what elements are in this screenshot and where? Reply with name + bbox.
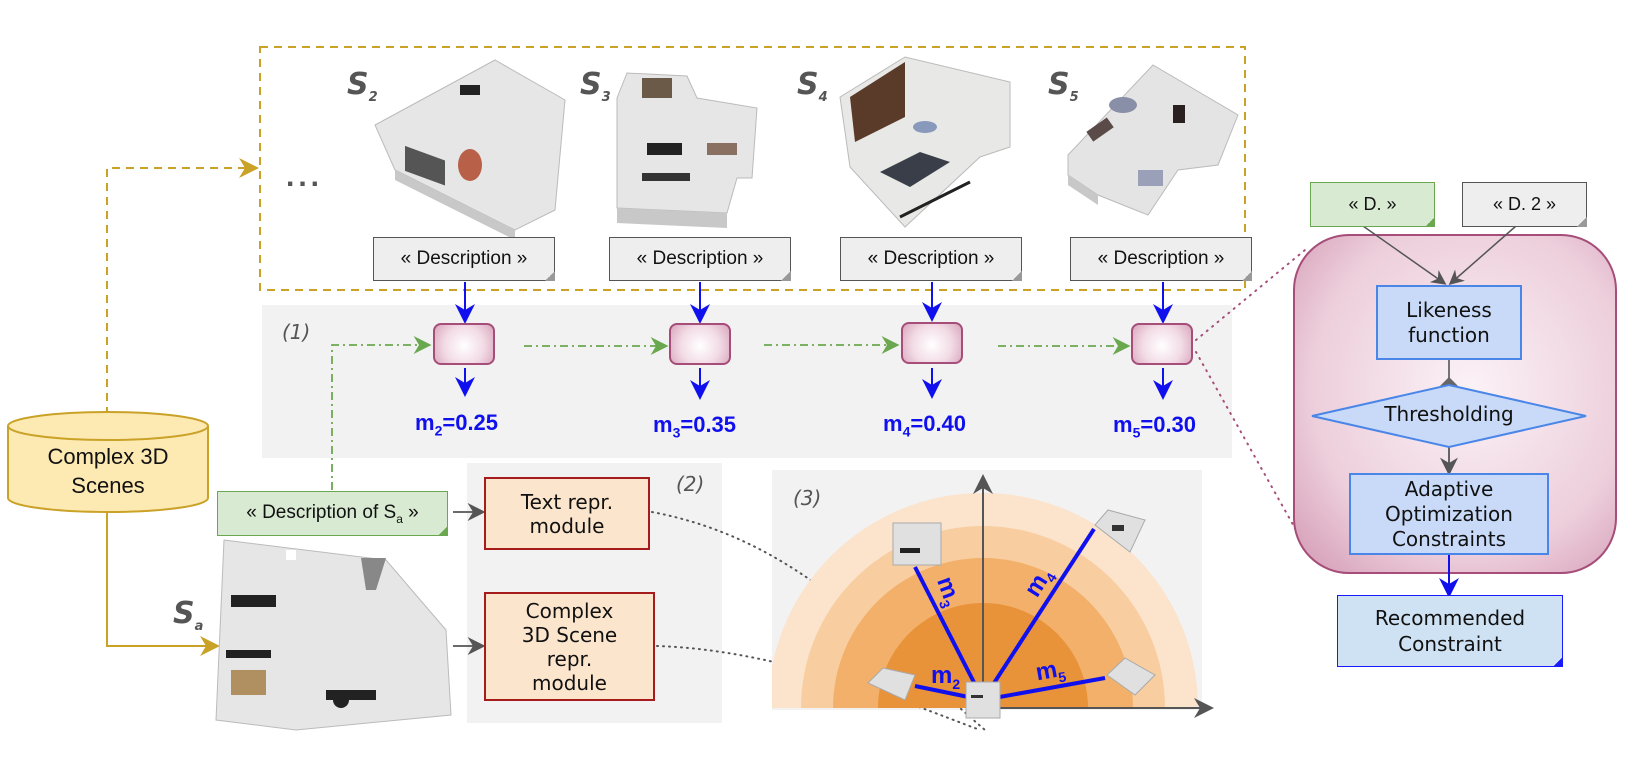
space-thumb-s2 — [867, 667, 916, 701]
metric-m2: m2=0.25 — [415, 410, 499, 439]
metric-m3: m3=0.35 — [653, 412, 737, 441]
text-repr-module[interactable]: Text repr. module — [484, 477, 650, 550]
detail-input-b-note: « D. 2 » — [1462, 182, 1587, 227]
metric-m5: m5=0.30 — [1113, 412, 1197, 441]
spoke-label-m5: m5 — [1033, 656, 1068, 687]
scene-thumbnail-s3 — [616, 72, 758, 228]
panel-3-label: (3) — [793, 486, 822, 510]
input-a-arrow — [1362, 225, 1447, 285]
detail-input-a-note: « D. » — [1310, 182, 1435, 227]
scene-label-s5: S5 — [1048, 67, 1079, 105]
metric-m4: m4=0.40 — [883, 411, 967, 440]
space-thumb-s3 — [892, 522, 942, 566]
scene-thumbnail-s2 — [374, 59, 566, 240]
panel-2-label: (2) — [676, 472, 705, 496]
scene-label-s3: S3 — [580, 67, 611, 105]
scene-thumbnail-s5 — [1067, 64, 1239, 216]
similarity-box-s4[interactable] — [901, 322, 963, 364]
query-description-note: « Description of Sa » — [217, 491, 448, 536]
blue-arrows — [455, 282, 1173, 400]
adaptive-constraints-box[interactable]: Adaptive Optimization Constraints — [1349, 473, 1549, 555]
scene-label-s4: S4 — [797, 67, 828, 105]
scene-label-s2: S2 — [347, 67, 378, 105]
similarity-box-s3[interactable] — [669, 323, 731, 365]
similarity-box-s2[interactable] — [433, 323, 495, 365]
space-thumb-query — [965, 681, 1001, 719]
database-cylinder — [7, 411, 209, 513]
similarity-box-s5[interactable] — [1131, 323, 1193, 365]
space-thumb-s4 — [1094, 509, 1146, 553]
scene-repr-module[interactable]: Complex 3D Scene repr. module — [484, 592, 655, 701]
scene-label-query: Sa — [173, 596, 204, 634]
zoom-line-bottom — [1195, 351, 1297, 531]
thresholding-diamond — [1311, 383, 1587, 449]
more-scenes-ellipsis: ... — [286, 160, 324, 193]
likeness-function-box[interactable]: Likeness function — [1376, 285, 1522, 360]
database-label: Complex 3D Scenes — [47, 444, 169, 498]
description-note-s5: « Description » — [1070, 237, 1252, 281]
green-dashdot-chain — [331, 336, 1131, 490]
db-to-query-arrow — [106, 510, 220, 656]
panel-1-label: (1) — [282, 320, 311, 344]
space-thumb-s5 — [1106, 657, 1156, 696]
recommended-constraint-note: Recommended Constraint — [1337, 595, 1563, 667]
zoom-line-top — [1195, 249, 1306, 341]
scene-thumbnail-s4 — [839, 56, 1011, 228]
input-b-arrow — [1448, 225, 1517, 285]
candidate-scenes-container — [259, 46, 1246, 291]
db-to-candidates-arrow — [106, 158, 259, 415]
spoke-label-m2: m2 — [931, 662, 961, 692]
description-note-s3: « Description » — [609, 237, 791, 281]
thresholding-label: Thresholding — [1384, 402, 1514, 426]
query-scene-thumbnail — [215, 539, 452, 731]
description-note-s2: « Description » — [373, 237, 555, 281]
panel-1-bg — [262, 305, 1232, 458]
description-note-s4: « Description » — [840, 237, 1022, 281]
